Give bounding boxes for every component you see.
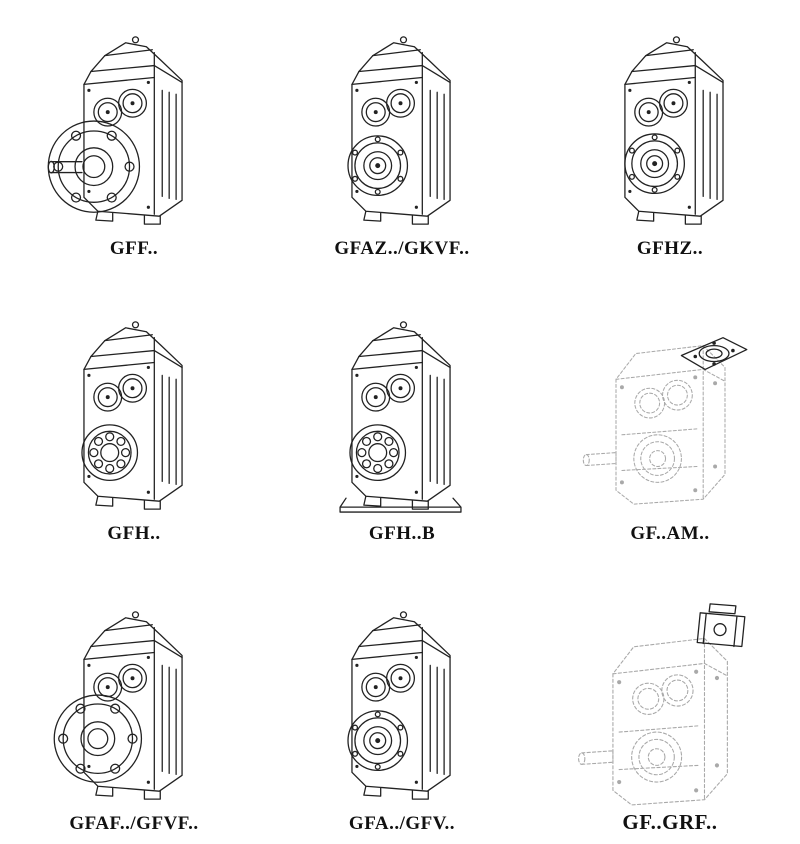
- gearbox-catalog-page: GFF.. GFAZ../GKVF.. GFHZ.. GFHF.. GFH.. …: [40, 16, 764, 834]
- model-label-gfhz: GFHZ..: [636, 238, 704, 259]
- gearbox-drawing-iec-adapter: [582, 337, 748, 505]
- model-label-gfgrf: GF..GRF..: [622, 810, 718, 834]
- model-label-gfhb: GFH..B: [368, 523, 436, 544]
- model-label-gfam: GF..AM..: [630, 523, 710, 544]
- model-label-gfa: GFA../GFV..: [348, 813, 456, 834]
- catalog-cell-gfaf: GFAF../GFVF..: [40, 586, 228, 844]
- gearbox-drawing-hollow-shaft: [347, 36, 451, 225]
- gearbox-drawing-grf-adapter: [578, 603, 746, 806]
- catalog-cell-gfa: GFA../GFV..: [308, 586, 496, 844]
- catalog-cell-gfhb: GFH..B: [308, 301, 496, 554]
- gearbox-drawing-bearing: [81, 321, 183, 510]
- catalog-cell-gfam: GF..AM..: [576, 301, 764, 554]
- model-label-gff: GFF..: [109, 238, 159, 259]
- gearbox-drawing-hollow-shaft-2: [347, 611, 451, 800]
- gearbox-drawing-hollow-shaft-right: [624, 36, 724, 225]
- model-label-gfaf: GFAF../GFVF..: [69, 813, 199, 834]
- gearbox-drawing-flange-shaft: [47, 36, 183, 225]
- gearbox-drawing-flange-hollow-shaft: [53, 611, 183, 800]
- catalog-cell-gfh: GFH..: [40, 301, 228, 554]
- model-label-gfh: GFH..: [107, 523, 161, 544]
- model-label-gfaz: GFAZ../GKVF..: [334, 238, 470, 259]
- gearbox-drawing-foot-mounted: [339, 321, 462, 513]
- catalog-cell-gfaz: GFAZ../GKVF..: [308, 16, 496, 269]
- catalog-cell-gfgrf: GF..GRF..: [576, 586, 764, 844]
- catalog-cell-gfhz: GFHZ..: [576, 16, 764, 269]
- catalog-cell-gff: GFF..: [40, 16, 228, 269]
